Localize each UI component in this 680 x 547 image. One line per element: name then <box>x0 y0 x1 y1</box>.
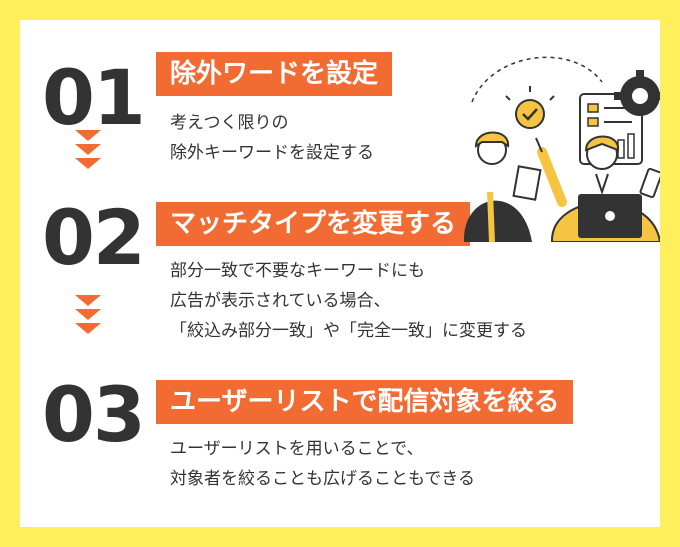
step-1-number: 01 <box>42 53 146 142</box>
business-team-illustration <box>463 56 660 242</box>
step-2-line-3: 「絞込み部分一致」や「完全一致」に変更する <box>170 321 527 341</box>
step-1-line-2: 除外キーワードを設定する <box>170 143 374 163</box>
step-3-line-2: 対象者を絞ることも広げることもできる <box>170 469 475 489</box>
step-2-heading: マッチタイプを変更する <box>156 202 471 246</box>
gear-icon <box>614 70 660 116</box>
dashed-connector <box>471 56 603 103</box>
step-3-line-1: ユーザーリストを用いることで、 <box>170 439 424 459</box>
down-chevron-arrows-icon <box>75 130 101 172</box>
content-card: 01 除外ワードを設定 考えつく限りの 除外キーワードを設定する 02 マッチタ… <box>20 20 660 527</box>
step-2-line-1: 部分一致で不要なキーワードにも <box>170 261 425 281</box>
step-3-heading: ユーザーリストで配信対象を絞る <box>156 380 574 424</box>
woman-figure <box>463 131 542 242</box>
step-3-description: ユーザーリストを用いることで、 対象者を絞ることも広げることもできる <box>170 434 475 494</box>
step-2-line-2: 広告が表示されている場合、 <box>170 291 391 311</box>
checkmark-bulb-icon <box>505 86 555 129</box>
step-3-number: 03 <box>42 370 146 459</box>
step-2-number: 02 <box>42 193 146 282</box>
down-chevron-arrows-icon <box>75 295 101 337</box>
laptop-icon <box>578 194 642 238</box>
step-2-description: 部分一致で不要なキーワードにも 広告が表示されている場合、 「絞込み部分一致」や… <box>170 256 527 346</box>
phone-icon <box>639 167 660 199</box>
step-1-description: 考えつく限りの 除外キーワードを設定する <box>170 108 374 168</box>
step-1-heading: 除外ワードを設定 <box>156 52 393 96</box>
step-1-line-1: 考えつく限りの <box>170 113 289 133</box>
